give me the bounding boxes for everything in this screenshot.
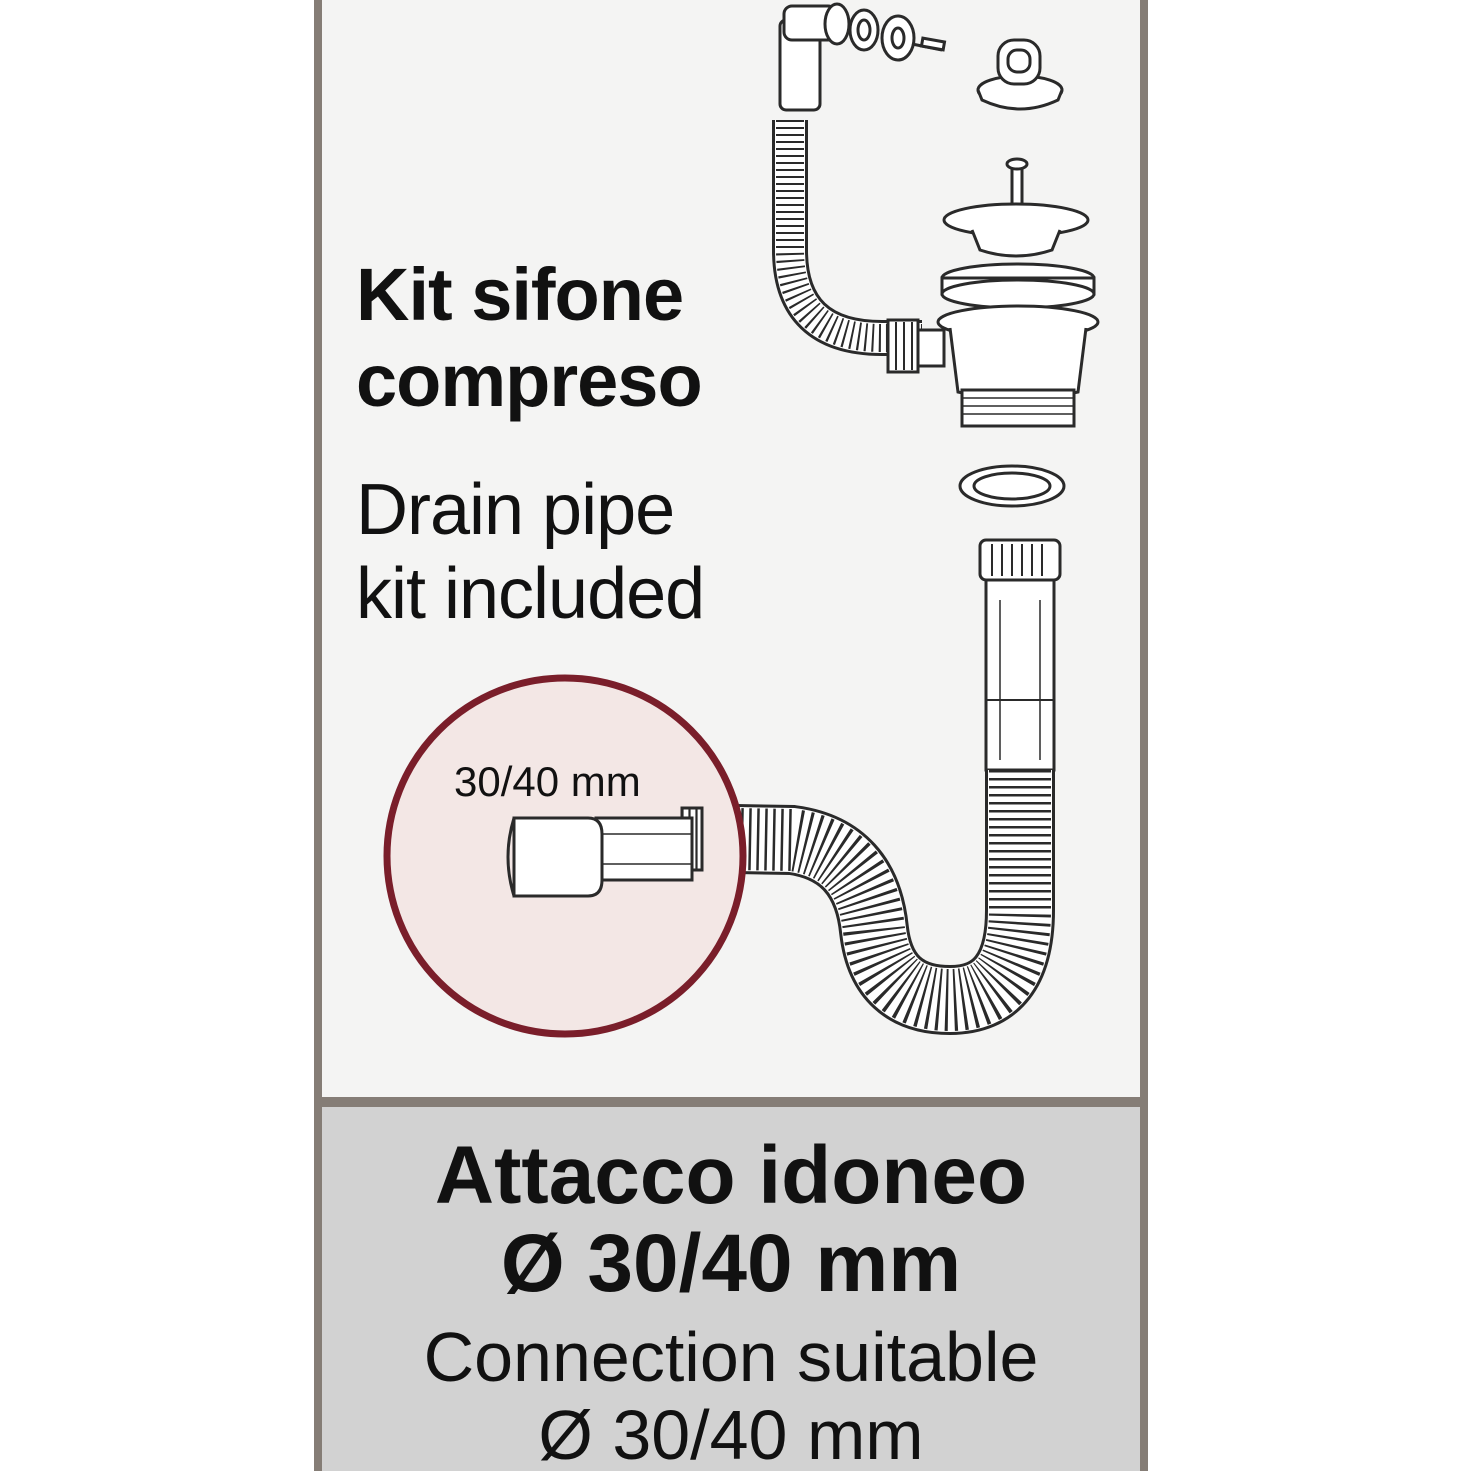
trap-pipe-part <box>978 538 1062 772</box>
connection-info-box <box>322 1097 1140 1471</box>
connection-it-line-2: Ø 30/40 mm <box>500 1218 962 1309</box>
connection-text-italian: Attacco idoneo Ø 30/40 mm <box>322 1132 1140 1308</box>
strainer-part <box>942 157 1090 258</box>
trap-hose-part <box>681 770 1055 1036</box>
product-panel: 30/40 mm Kit sifone compreso Drain pipe … <box>314 0 1148 1471</box>
kit-title-italian: Kit sifone compreso <box>356 252 703 424</box>
washer-part <box>958 464 1066 508</box>
connection-en-line-1: Connection suitable <box>423 1318 1039 1396</box>
overflow-hose-part <box>772 120 946 374</box>
overflow-elbow-part <box>778 2 947 112</box>
stopper-plug-part <box>976 38 1064 111</box>
kit-title-en-line-2: kit included <box>356 554 705 634</box>
drain-kit-illustration <box>383 2 1100 1038</box>
kit-title-line-2: compreso <box>356 339 703 422</box>
kit-title-en-line-1: Drain pipe <box>356 470 675 550</box>
kit-title-line-1: Kit sifone <box>356 253 684 336</box>
connection-en-line-2: Ø 30/40 mm <box>538 1396 924 1471</box>
sink-basket-part <box>936 262 1100 428</box>
kit-title-english: Drain pipe kit included <box>356 468 705 636</box>
connection-it-line-1: Attacco idoneo <box>434 1130 1028 1221</box>
circle-diameter-label: 30/40 mm <box>454 758 641 805</box>
connection-text-english: Connection suitable Ø 30/40 mm <box>322 1318 1140 1471</box>
pipe-end-part <box>506 806 704 898</box>
